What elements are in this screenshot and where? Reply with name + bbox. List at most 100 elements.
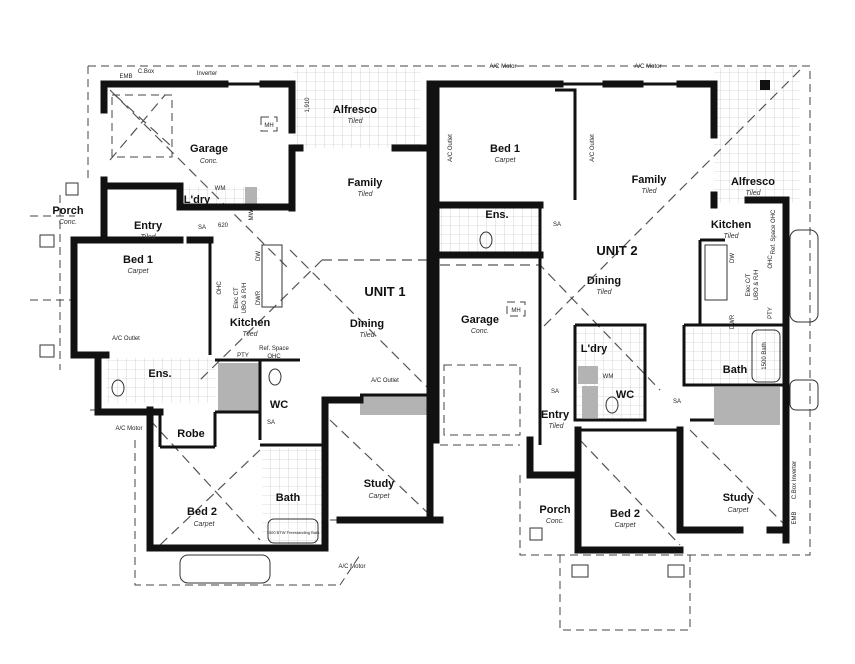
dimension-label: 1,910 — [305, 97, 311, 113]
room-name: Bed 2 — [187, 506, 217, 518]
dw-label: DW — [256, 251, 262, 261]
pantry-label: PTY — [768, 307, 774, 319]
room-name: WC — [616, 389, 634, 401]
bath-spec-label: 1500 BTW Freestanding Bath — [267, 530, 320, 535]
room-finish: Carpet — [494, 157, 516, 164]
room-name: Entry — [541, 409, 570, 421]
wm-label: WM — [215, 186, 226, 192]
mw-label: MW — [249, 209, 255, 220]
room-name: WC — [270, 399, 288, 411]
ac-outlet-label: A/C Outlet — [448, 134, 454, 162]
ref-space-label: Ref. Space OHC — [771, 209, 777, 254]
walls-unit-1 — [70, 80, 444, 552]
room-finish: Carpet — [614, 522, 636, 529]
room-name: Bath — [276, 492, 301, 504]
tiled-areas — [106, 68, 800, 546]
manhole-label: MH — [264, 123, 273, 129]
room-name: Family — [632, 174, 668, 186]
unit-2-title: UNIT 2 — [596, 243, 637, 258]
room-finish: Conc. — [471, 328, 489, 335]
smoke-alarm-label: SA — [553, 222, 561, 228]
elec-ct-label: Elec C/T — [746, 273, 752, 296]
ac-outlet-label: A/C Outlet — [590, 134, 596, 162]
unit-1-title: UNIT 1 — [364, 284, 405, 299]
dwr-label: DWR — [256, 290, 262, 305]
room-name: Study — [723, 492, 754, 504]
inverter-label: Inverter — [197, 71, 217, 77]
cupboards — [218, 187, 780, 425]
room-name: Bed 1 — [490, 143, 520, 155]
manhole-label: MH — [511, 308, 520, 314]
room-name: Bath — [723, 364, 748, 376]
ac-motor-label: A/C Motor — [489, 64, 516, 70]
ohc-label: OHC — [768, 255, 774, 269]
dimension-label: 620 — [218, 223, 229, 229]
room-name: Bed 1 — [123, 254, 153, 266]
oven-label: UBO & R/H — [242, 283, 248, 314]
room-finish: Tiled — [745, 190, 761, 197]
oven-label: UBO & R/H — [754, 270, 760, 301]
smoke-alarm-label: SA — [551, 389, 559, 395]
room-name: Garage — [190, 143, 228, 155]
smoke-alarm-label: SA — [267, 420, 275, 426]
wm-label: WM — [603, 374, 614, 380]
ac-motor-label: A/C Motor — [338, 564, 365, 570]
smoke-alarm-label: SA — [673, 399, 681, 405]
room-name: Ens. — [148, 368, 171, 380]
room-finish: Carpet — [727, 507, 749, 514]
room-name: Bed 2 — [610, 508, 640, 520]
ac-outlet-label: A/C Outlet — [112, 336, 140, 342]
pantry-label: PTY — [237, 353, 249, 359]
fixtures — [39, 80, 819, 584]
room-finish: Tiled — [548, 423, 564, 430]
emb-label: EMB — [119, 74, 132, 80]
ac-outlet-label: A/C Outlet — [371, 378, 399, 384]
room-finish: Tiled — [347, 118, 363, 125]
room-finish: Tiled — [359, 332, 375, 339]
room-name: Study — [364, 478, 395, 490]
room-name: Family — [348, 177, 384, 189]
room-name: Kitchen — [711, 219, 752, 231]
room-finish: Tiled — [641, 188, 657, 195]
room-finish: Conc. — [200, 158, 218, 165]
room-name: Alfresco — [333, 104, 377, 116]
roof-hips — [109, 69, 801, 546]
room-name: L'dry — [581, 343, 608, 355]
room-name: Garage — [461, 314, 499, 326]
ac-motor-label: A/C Motor — [115, 426, 142, 432]
dw-label: DW — [730, 253, 736, 263]
room-finish: Tiled — [723, 233, 739, 240]
room-finish: Tiled — [242, 331, 258, 338]
cbox-inverter-label: C.Box Inverter — [792, 461, 798, 499]
ohc-label: OHC — [267, 354, 281, 360]
elec-ct-label: Elec CT — [234, 287, 240, 309]
room-finish: Conc. — [59, 219, 77, 226]
unit-2-labels: UNIT 2 Bed 1 Carpet Family Tiled Alfresc… — [448, 64, 798, 529]
room-finish: Tiled — [140, 234, 156, 241]
walls-unit-2 — [426, 80, 790, 554]
room-name: Robe — [177, 428, 205, 440]
ac-motor-label: A/C Motor — [634, 64, 661, 70]
room-name: Kitchen — [230, 317, 271, 329]
room-finish: Carpet — [127, 268, 149, 275]
room-name: L'dry — [184, 194, 211, 206]
room-finish: Tiled — [357, 191, 373, 198]
room-finish: Tiled — [596, 289, 612, 296]
ref-space-label: Ref. Space — [259, 346, 289, 352]
room-name: Dining — [587, 275, 621, 287]
room-name: Dining — [350, 318, 384, 330]
emb-label: EMB — [792, 511, 798, 524]
dwr-label: DWR — [730, 314, 736, 329]
room-name: Alfresco — [731, 176, 775, 188]
room-finish: Carpet — [193, 521, 215, 528]
ohc-label: OHC — [217, 281, 223, 295]
cbox-label: C.Box — [138, 69, 154, 75]
bath-spec-label: 1500 Bath — [762, 342, 768, 369]
room-finish: Carpet — [368, 493, 390, 500]
room-name: Porch — [52, 205, 83, 217]
room-finish: Conc. — [546, 518, 564, 525]
room-name: Ens. — [485, 209, 508, 221]
unit-1-labels: UNIT 1 Garage Conc. Alfresco Tiled Famil… — [52, 69, 405, 570]
